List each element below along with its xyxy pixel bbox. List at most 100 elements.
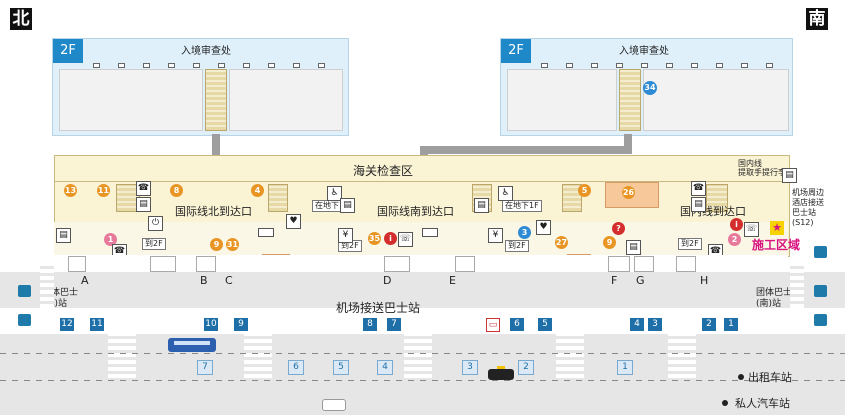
restroom-icon: ♿: [498, 186, 513, 201]
north-marker: 北: [10, 8, 32, 30]
marker-34: 34: [643, 81, 657, 95]
immigration-title: 入境审查处: [619, 46, 669, 57]
counter-icon: [258, 228, 274, 237]
gate-g: G: [636, 274, 645, 287]
marker-5: 5: [578, 184, 591, 197]
hall-block-right: [643, 69, 789, 131]
star-icon: ★: [770, 221, 784, 235]
bus-sign-icon: ▭: [486, 318, 500, 332]
bus-stop-10: 10: [204, 318, 218, 331]
underground-tag: 在地下1F: [502, 200, 542, 212]
hall-block-right: [229, 69, 343, 131]
atm-icon: ▤: [691, 197, 706, 212]
bus-stop-12: 12: [60, 318, 74, 331]
marker-8: 8: [170, 184, 183, 197]
hall-block-left: [59, 69, 203, 131]
power-icon: ⏻: [148, 216, 163, 231]
crosswalk: [668, 334, 696, 378]
crosswalk: [404, 334, 432, 378]
phone-icon: ☎: [136, 181, 151, 196]
immigration-title: 入境审查处: [181, 46, 231, 57]
to-2f-tag: 到2F: [678, 238, 702, 250]
marker-9: 9: [210, 238, 223, 251]
taxi-station-label: 出租车站: [748, 371, 792, 384]
marker-27: 27: [555, 236, 568, 249]
stair-4: [562, 184, 582, 212]
marker-3: 3: [518, 226, 531, 239]
customs-label: 海关检查区: [353, 164, 414, 178]
group-bus-south-label: 团体巴士 (南)站: [756, 288, 793, 309]
stop-1: 1: [617, 360, 633, 375]
bus-stop-9: 9: [234, 318, 248, 331]
gate-f: F: [611, 274, 618, 287]
stop-6: 6: [288, 360, 304, 375]
private-car-label: 私人汽车站: [735, 397, 790, 410]
north-exit-label: 国际线北到达口: [175, 205, 252, 218]
domestic-baggage-label: 国内线 提取手提行李: [738, 159, 786, 177]
construction-label: 施工区域: [752, 238, 801, 252]
atm-icon: ▤: [474, 198, 489, 213]
atm-icon: ▤: [782, 168, 797, 183]
marker-1: 1: [104, 233, 117, 246]
bus-pole-icon: [18, 314, 31, 326]
stop-5: 5: [333, 360, 349, 375]
domestic-exit-label: 国内线到达口: [680, 205, 746, 218]
gate-a: A: [81, 274, 89, 287]
info-icon: i: [730, 218, 743, 231]
atm-icon: ▤: [340, 198, 355, 213]
stair-2: [268, 184, 288, 212]
stop-2: 2: [518, 360, 534, 375]
stop-7: 7: [197, 360, 213, 375]
marker-26: 26: [622, 186, 635, 199]
currency-icon: ¥: [488, 228, 503, 243]
floor-tag: 2F: [501, 39, 531, 63]
bus-stop-5: 5: [538, 318, 552, 331]
gate-b: B: [200, 274, 208, 287]
south-marker: 南: [806, 8, 828, 30]
marker-13: 13: [64, 184, 77, 197]
booth-row: [541, 53, 791, 68]
bus-stop-6: 6: [510, 318, 524, 331]
stop-4: 4: [377, 360, 393, 375]
restroom-icon: ♿: [327, 186, 342, 201]
atm-icon: ▤: [626, 240, 641, 255]
marker-2: 2: [728, 233, 741, 246]
taxi-icon: [488, 369, 514, 380]
to-2f-tag: 到2F: [505, 240, 529, 252]
bus-stop-8: 8: [363, 318, 377, 331]
crosswalk: [556, 334, 584, 378]
sidewalk: [0, 308, 845, 334]
group-bus-north-label: 团体巴士 (北)站: [42, 288, 79, 309]
escalator: [205, 69, 227, 131]
marker-9b: 9: [603, 236, 616, 249]
floor-tag: 2F: [53, 39, 83, 63]
wifi-icon: ☏: [398, 232, 413, 247]
booth-row: [93, 53, 343, 68]
customs-area: 海关检查区 国内线 提取手提行李: [54, 155, 790, 183]
info-icon: ?: [612, 222, 625, 235]
info-icon: i: [384, 232, 397, 245]
south-exit-label: 国际线南到达口: [377, 205, 454, 218]
currency-icon: ¥: [338, 228, 353, 243]
aed-icon: ♥: [286, 214, 301, 229]
stair-5: [706, 184, 728, 212]
escalator: [619, 69, 641, 131]
wifi-icon: ☏: [744, 222, 759, 237]
gate-h: H: [700, 274, 709, 287]
floor2-north: 2F 入境审查处: [52, 38, 349, 136]
phone-icon: ☎: [691, 181, 706, 196]
car-icon: [322, 399, 346, 411]
bus-stop-3: 3: [648, 318, 662, 331]
bus-pole-icon: [814, 314, 827, 326]
crosswalk: [108, 334, 136, 378]
marker-35: 35: [368, 232, 381, 245]
bus-stop-7: 7: [387, 318, 401, 331]
crosswalk: [244, 334, 272, 378]
atm-icon: ▤: [56, 228, 71, 243]
bus-stop-1: 1: [724, 318, 738, 331]
atm-icon: ▤: [136, 197, 151, 212]
gate-d: D: [383, 274, 392, 287]
hall-block-left: [507, 69, 617, 131]
bus-stop-4: 4: [630, 318, 644, 331]
